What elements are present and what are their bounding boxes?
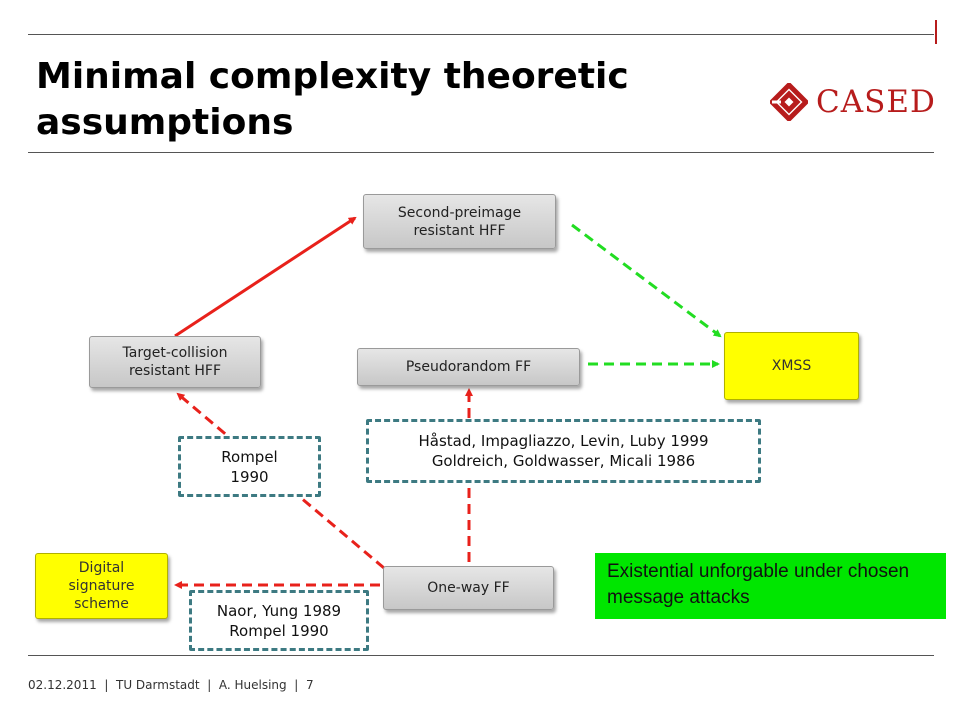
arrow-second-preimage-to-xmss: [571, 223, 722, 338]
citation-naor-yung-rompel: Naor, Yung 1989 Rompel 1990: [189, 590, 369, 651]
node-one-way-ff: One-way FF: [383, 566, 554, 610]
security-note: Existential unforgable under chosen mess…: [595, 553, 946, 619]
header-divider: [28, 152, 934, 153]
footer-divider: [28, 655, 934, 656]
cased-logo: CASED: [770, 82, 936, 122]
node-pseudorandom-ff: Pseudorandom FF: [357, 348, 580, 386]
top-rule-accent: [935, 20, 937, 44]
node-xmss: XMSS: [724, 332, 859, 400]
logo-text: CASED: [816, 84, 936, 120]
slide-title: Minimal complexity theoretic assumptions: [36, 56, 629, 143]
citation-rompel-1990: Rompel 1990: [178, 436, 321, 497]
node-digital-signature-scheme: Digital signature scheme: [35, 553, 168, 619]
slide-footer: 02.12.2011 | TU Darmstadt | A. Huelsing …: [28, 678, 314, 692]
node-second-preimage-resistant-hff: Second-preimage resistant HFF: [363, 194, 556, 249]
top-rule: [28, 34, 934, 35]
cased-logo-icon: [770, 83, 808, 121]
node-target-collision-resistant-hff: Target-collision resistant HFF: [89, 336, 261, 388]
arrow-target-collision-to-second-preimage: [174, 216, 357, 338]
citation-hastad-goldreich: Håstad, Impagliazzo, Levin, Luby 1999 Go…: [366, 419, 761, 483]
